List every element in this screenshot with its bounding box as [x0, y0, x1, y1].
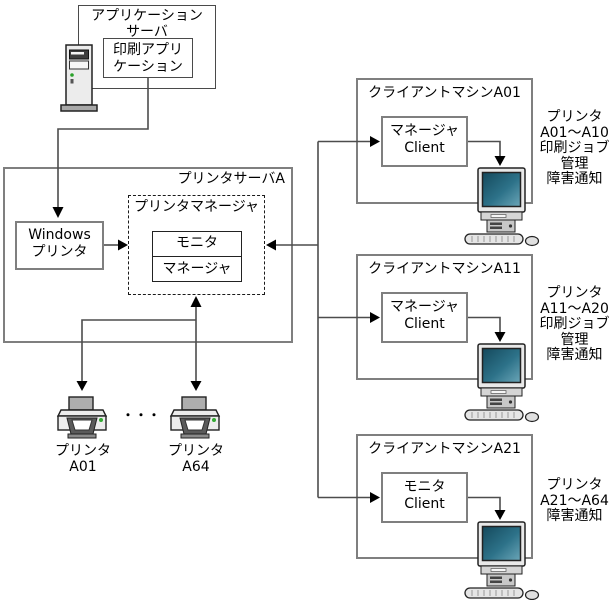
- client-a01-module-label: マネージャ Client: [389, 123, 460, 156]
- client-a21-note: プリンタ A21～A64 障害通知: [540, 477, 609, 524]
- client-a11-module-label: マネージャ Client: [389, 299, 460, 332]
- windows-printer-box: [15, 221, 104, 270]
- desktop-computer-icon: [464, 521, 540, 600]
- windows-printer-label: Windows プリンタ: [28, 227, 91, 260]
- monitor-manager-stack: [152, 231, 242, 282]
- printer-server-title: プリンタサーバA: [177, 171, 285, 187]
- printer-icon: [56, 396, 108, 439]
- printer-manager-title: プリンタマネージャ: [133, 199, 260, 215]
- client-a01-module-box: [381, 116, 468, 167]
- client-a11-title: クライアントマシンA11: [368, 261, 521, 277]
- printer-manager-dashed-box: [128, 195, 265, 295]
- client-a11-note: プリンタ A11～A20 印刷ジョブ 管理 障害通知: [539, 285, 610, 363]
- monitor-label: モニタ: [176, 235, 218, 251]
- printer-a01-label: プリンタA01: [55, 443, 111, 475]
- client-a21-module-box: [381, 472, 468, 523]
- printer-a64-label: プリンタA64: [168, 443, 224, 475]
- client-a11-module-box: [381, 292, 468, 343]
- desktop-computer-icon: [464, 343, 540, 423]
- desktop-computer-icon: [464, 167, 540, 247]
- manager-label: マネージャ: [162, 261, 232, 277]
- client-a01-note: プリンタ A01～A10 印刷ジョブ 管理 障害通知: [539, 109, 610, 187]
- server-tower-icon: [60, 44, 98, 112]
- client-a01-title: クライアントマシンA01: [368, 85, 521, 101]
- application-server-title: アプリケーション サーバ: [91, 8, 203, 40]
- print-application-box: [103, 38, 193, 78]
- client-a21-title: クライアントマシンA21: [368, 441, 521, 457]
- client-a21-module-label: モニタ Client: [403, 479, 446, 512]
- print-application-label: 印刷アプリ ケーション: [113, 42, 183, 75]
- printer-ellipsis: ・・・: [122, 408, 162, 422]
- monitor-cell: [153, 232, 241, 257]
- client-machine-a21-box: [356, 434, 533, 559]
- printer-icon: [169, 396, 221, 439]
